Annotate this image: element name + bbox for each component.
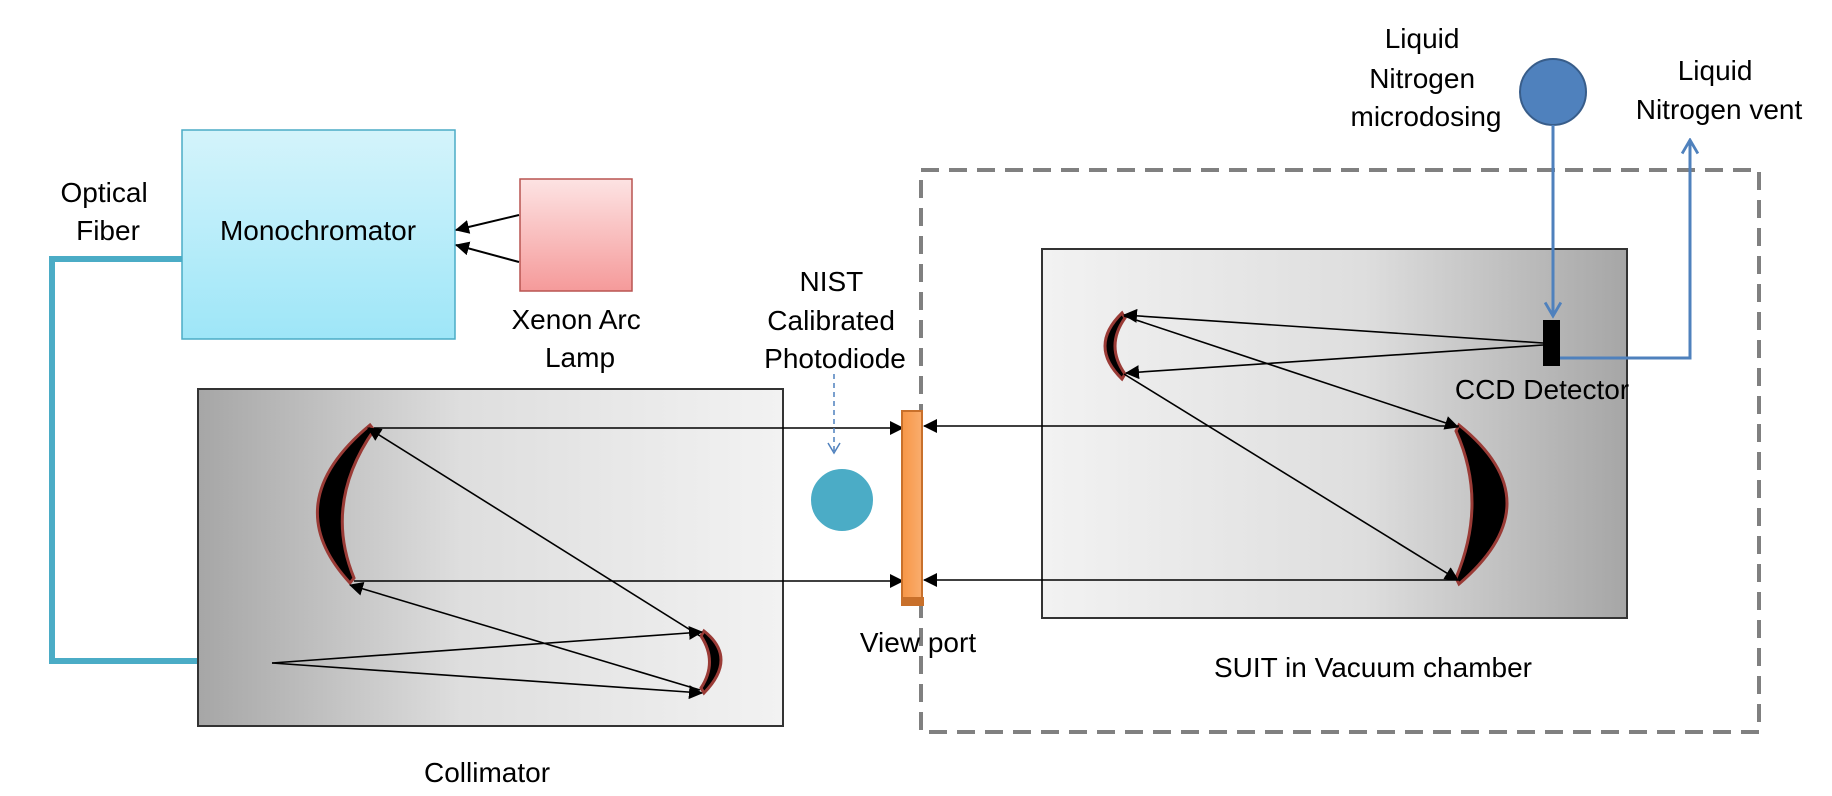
collimator-rays [271, 421, 904, 700]
view-port-label: View port [860, 627, 976, 658]
lamp-arrow-lower [455, 241, 520, 263]
lamp-arrow-upper [455, 214, 520, 234]
suit-secondary-mirror [1103, 310, 1127, 382]
ccd-label: CCD Detector [1455, 374, 1629, 405]
monochromator-label: Monochromator [220, 215, 416, 246]
suit-primary-mirror [1454, 422, 1509, 587]
collimator-box [197, 388, 784, 727]
ln2-microdosing-sphere [1519, 58, 1587, 126]
view-port [901, 410, 923, 606]
suit-rays [923, 308, 1544, 587]
ln2-vent-line [1560, 140, 1690, 360]
lamp-label: Xenon Arc Lamp [512, 304, 649, 373]
ln2-vent-label: Liquid Nitrogen vent [1636, 55, 1803, 125]
ccd-detector [1543, 320, 1560, 366]
collimator-secondary-mirror [699, 628, 723, 696]
photodiode [805, 463, 879, 537]
xenon-lamp-box [519, 178, 633, 292]
suit-box [1041, 248, 1628, 619]
ln2-microdosing-label: Liquid Nitrogen microdosing [1351, 23, 1502, 132]
photodiode-label: NIST Calibrated Photodiode [764, 266, 906, 374]
view-port-edge [902, 597, 924, 606]
optical-fiber [49, 256, 262, 664]
collimator-label: Collimator [424, 757, 550, 788]
optical-fiber-label: Optical Fiber [61, 177, 156, 246]
suit-label: SUIT in Vacuum chamber [1214, 652, 1532, 683]
monochromator-box [181, 129, 456, 340]
